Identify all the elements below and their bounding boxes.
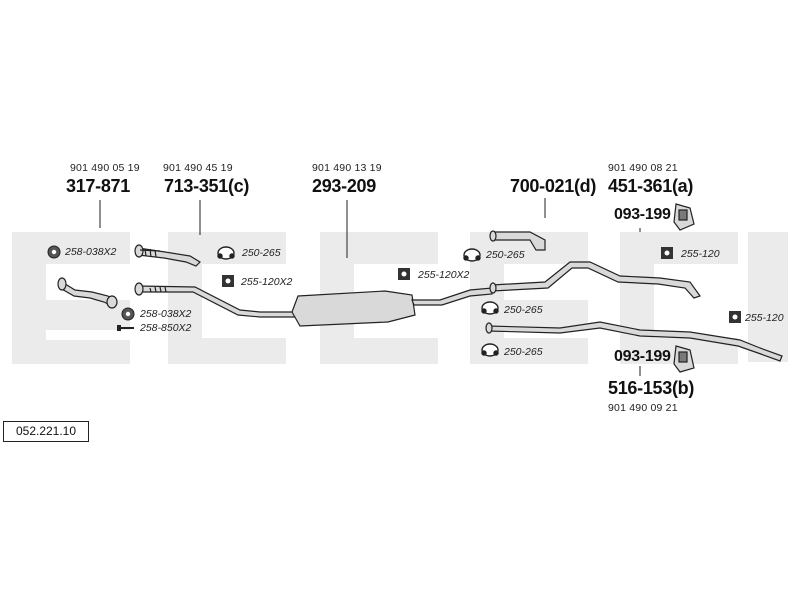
accessory-code: 255-120X2: [418, 269, 470, 281]
rubber-mount-icon: [398, 268, 410, 280]
bracket-093-199-lower: [673, 345, 695, 373]
rear-pipe-451-361: [489, 261, 701, 299]
part-number: 451-361(a): [608, 176, 694, 196]
part-number: 317-871: [66, 176, 130, 196]
part-number: 093-199: [614, 348, 671, 365]
accessory-code: 250-265: [504, 304, 543, 316]
oem-number: 901 490 08 21: [608, 162, 678, 174]
leader-lines: [99, 198, 641, 376]
nut-icon: [121, 307, 135, 321]
accessory-code: 258-850X2: [140, 322, 192, 334]
clamp-icon: [463, 248, 481, 262]
front-pipe-317-871: [57, 277, 118, 309]
accessory-code: 258-038X2: [65, 246, 117, 258]
flex-pipe-713-351: [134, 244, 201, 267]
bolt-icon: [117, 325, 134, 331]
clamp-icon: [481, 343, 499, 357]
accessory-code: 250-265: [504, 346, 543, 358]
gasket-icon: [47, 245, 61, 259]
part-number: 713-351(c): [164, 176, 250, 196]
diagram-id-label: 052.221.10: [3, 421, 89, 442]
rubber-mount-icon: [661, 247, 673, 259]
accessory-code: 250-265: [486, 249, 525, 261]
bracket-093-199-upper: [673, 203, 695, 231]
intermediate-pipe-293-209: [134, 282, 493, 327]
accessory-code: 250-265: [242, 247, 281, 259]
rear-pipe-516-153: [485, 321, 783, 362]
part-number: 293-209: [312, 176, 376, 196]
oem-number: 901 490 09 21: [608, 402, 678, 414]
oem-number: 901 490 13 19: [312, 162, 382, 174]
accessory-code: 255-120: [681, 248, 720, 260]
clamp-icon: [481, 301, 499, 315]
part-number: 700-021(d): [510, 176, 597, 196]
oem-number: 901 490 45 19: [163, 162, 233, 174]
accessory-code: 255-120X2: [241, 276, 293, 288]
accessory-code: 255-120: [745, 312, 784, 324]
part-number: 093-199: [614, 206, 671, 223]
accessory-code: 258-038X2: [140, 308, 192, 320]
part-number: 516-153(b): [608, 378, 695, 398]
tail-pipe-700-021: [489, 230, 546, 251]
clamp-icon: [217, 246, 235, 260]
rubber-mount-icon: [729, 311, 741, 323]
oem-number: 901 490 05 19: [70, 162, 140, 174]
rubber-mount-icon: [222, 275, 234, 287]
